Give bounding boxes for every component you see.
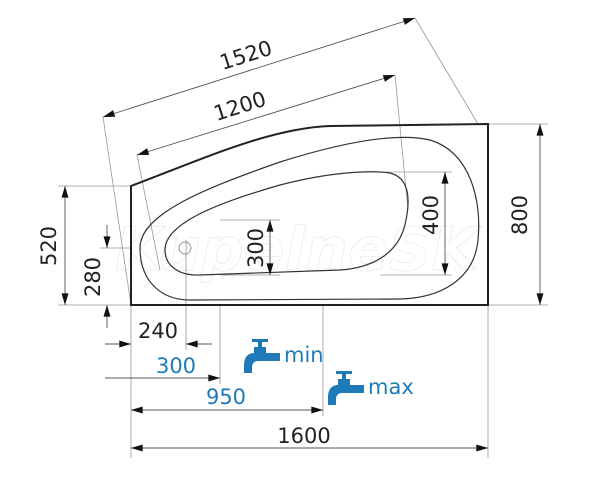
dim-1600: 1600 [277, 424, 330, 448]
dimension-lines [61, 17, 544, 452]
dim-300-tap-min: 300 [156, 354, 196, 378]
tub-basin [164, 171, 409, 276]
dim-950-tap-max: 950 [206, 385, 246, 409]
dim-240: 240 [138, 319, 178, 343]
tap-min-label: min [284, 343, 324, 367]
dim-800: 800 [508, 195, 532, 235]
tub-rim [139, 136, 480, 301]
dim-1520: 1520 [217, 36, 275, 75]
tap-max-icon [328, 371, 364, 405]
dim-400: 400 [419, 195, 443, 235]
drain-icon [178, 241, 192, 255]
tap-max-label: max [368, 375, 414, 399]
dim-280: 280 [81, 257, 105, 297]
dim-1200: 1200 [211, 87, 269, 126]
dim-300-basin: 300 [244, 228, 268, 268]
watermark: KupelneSK [115, 215, 483, 285]
dim-520: 520 [37, 226, 61, 266]
tap-min-icon [244, 339, 280, 373]
extension-lines [58, 17, 548, 458]
